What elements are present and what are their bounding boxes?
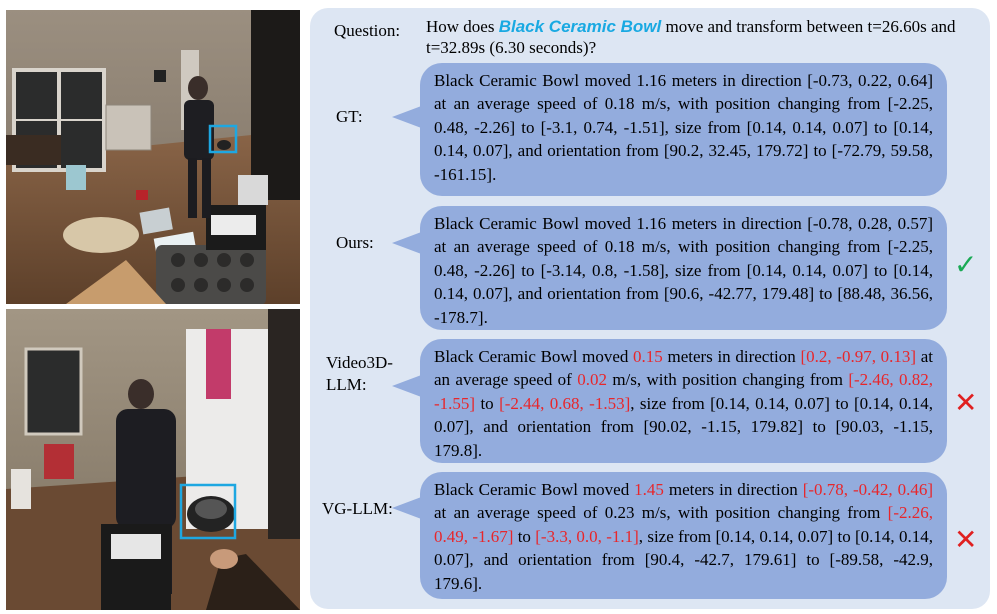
question-text: How does Black Ceramic Bowl move and tra… [426,16,966,58]
answer-bubble-video3d-llm: Black Ceramic Bowl moved 0.15 meters in … [420,339,947,463]
question-label: Question: [334,21,401,40]
row-label-vg-llm: VG-LLM: [322,499,393,518]
answer-text: Black Ceramic Bowl moved [434,347,634,366]
error-value: [-3.3, 0.0, -1.1] [535,526,639,546]
answer-bubble-gt: Black Ceramic Bowl moved 1.16 meters in … [420,63,947,196]
error-value: 0.15 [633,347,663,366]
answer-text: to [475,393,500,413]
video-frame-top [6,10,300,304]
answer-text: , size from [0.14, 0.14, 0.07] to [0.14,… [434,526,933,593]
bubble-tail-vg-llm [392,496,424,520]
answer-text: Black Ceramic Bowl moved [434,480,635,499]
answer-text: m/s, with position changing from [606,370,849,390]
error-value: 1.45 [634,480,664,499]
answer-text: meters in direction [663,480,803,499]
video-frame-bottom-image [6,309,300,610]
answer-text: to [513,526,536,546]
answer-text: at an average speed of [434,347,934,390]
check-icon: ✓ [954,248,978,281]
bbox-highlight-bottom [179,483,237,540]
question-object: Black Ceramic Bowl [498,17,662,36]
video-frame-bottom [6,309,300,610]
video-frame-top-image [6,10,300,304]
answer-text: meters in direction [662,347,801,366]
answer-bubble-vg-llm: Black Ceramic Bowl moved 1.45 meters in … [420,472,947,599]
question-suffix: move and transform between t=26.60s and … [426,17,956,57]
qa-panel: Question: How does Black Ceramic Bowl mo… [310,8,990,609]
bubble-tail-gt [392,105,424,129]
error-value: 0.02 [577,370,607,390]
row-label-gt: GT: [336,107,363,126]
cross-icon: ✕ [954,523,978,556]
cross-icon: ✕ [954,386,978,419]
answer-bubble-ours: Black Ceramic Bowl moved 1.16 meters in … [420,206,947,330]
row-label-ours: Ours: [336,233,374,252]
bbox-highlight [208,124,238,154]
bubble-tail-video3d-llm [392,374,424,398]
row-label-video3d-llm: Video3D-LLM: [326,353,393,394]
answer-text: , size from [0.14, 0.14, 0.07] to [0.14,… [434,393,933,460]
error-value: [-2.26, 0.49, -1.67] [434,503,933,546]
bubble-tail-ours [392,231,424,255]
answer-text: Black Ceramic Bowl moved 1.16 meters in … [434,71,933,184]
answer-text: Black Ceramic Bowl moved 1.16 meters in … [434,214,933,327]
question-prefix: How does [426,17,499,36]
error-value: [-2.44, 0.68, -1.53] [499,393,631,413]
error-value: [-0.78, -0.42, 0.46] [802,480,933,499]
error-value: [0.2, -0.97, 0.13] [800,347,917,366]
answer-text: at an average speed of 0.23 m/s, with po… [434,503,888,523]
error-value: [-2.46, 0.82, -1.55] [434,370,933,413]
